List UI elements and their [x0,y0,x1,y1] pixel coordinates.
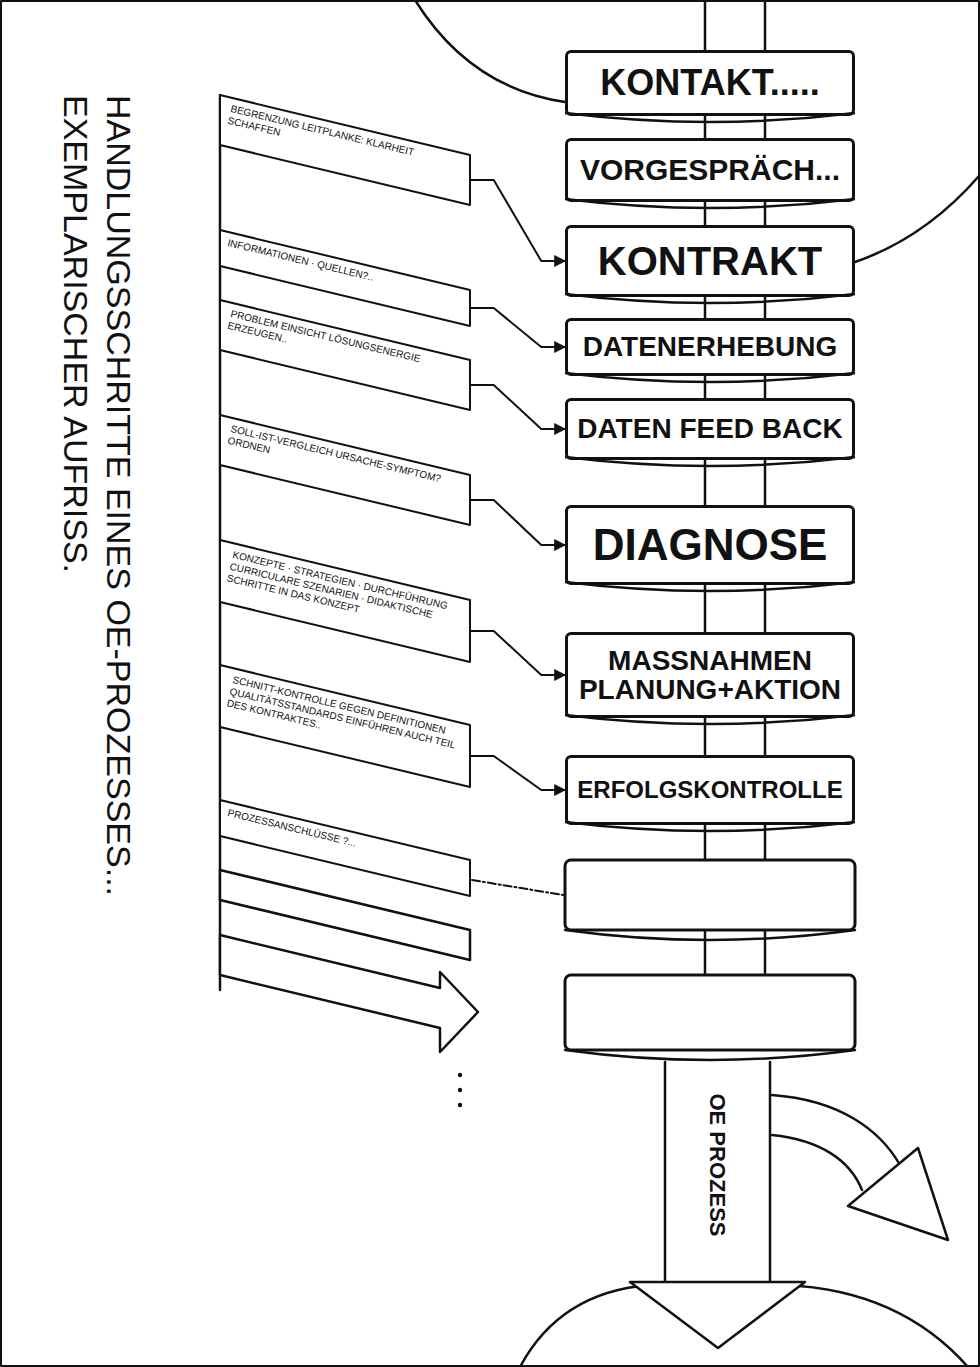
bottom-circle-arc [520,1285,650,1367]
empty-ring [565,975,855,1050]
step-label: KONTAKT..... [576,64,844,102]
ribbon-outline [220,300,470,410]
ring-underside-curve [565,582,855,591]
ribbon-outline [220,95,470,205]
top-circle-arc [415,0,565,102]
ring-underside [565,457,855,477]
ring-underside [565,822,855,842]
ribbon-outline [220,665,470,787]
ring-text-stack: KONTAKT..... [576,64,844,102]
ring-underside [565,199,855,219]
step-ribbon: SCHNITT-KONTROLLE GEGEN DEFINITIONEN QUA… [220,665,470,787]
empty-ring [565,860,855,930]
process-arrow-shaft [664,1062,667,1282]
ring-underside [565,113,855,133]
curved-arrow-head [848,1148,948,1240]
arrow-ribbon [220,935,478,1052]
ring-text-stack: DATEN FEED BACK [576,414,844,443]
step-label: DIAGNOSE [576,522,844,568]
process-ring: KONTAKT..... [565,50,855,116]
curved-arrow [772,1135,862,1190]
arrow-label-box: OE PROZESS [702,1060,732,1270]
process-ring: MASSNAHMEN PLANUNG+AKTION [565,632,855,718]
process-ring: VORGESPRÄCH... [565,138,855,202]
dot [458,1103,462,1107]
ribbon-outline [220,800,470,896]
ring-underside-curve [565,822,855,831]
step-connector [470,180,565,261]
step-label: MASSNAHMEN PLANUNG+AKTION [576,646,844,705]
ring-text-stack: MASSNAHMEN PLANUNG+AKTION [576,646,844,705]
curved-arrow [772,1095,900,1165]
ring-text-stack: ERFOLGSKONTROLLE [576,777,844,802]
title: HANDLUNGSSCHRITTE EINES OE-PROZESSES... … [55,95,140,955]
step-connector [470,631,565,675]
step-label: DATENERHEBUNG [576,332,844,361]
step-connector [470,385,565,429]
top-circle-arc [855,176,979,262]
ring-underside [565,373,855,393]
step-label: ERFOLGSKONTROLLE [576,777,844,802]
ring-text-stack: VORGESPRÄCH... [576,154,844,186]
title-block: HANDLUNGSSCHRITTE EINES OE-PROZESSES... … [55,95,140,955]
ring-underside-curve [565,199,855,208]
step-ribbon: PROZESSANSCHLÜSSE ?... [220,800,470,896]
step-ribbon: KONZEPTE · STRATEGIEN · DURCHFÜHRUNG CUR… [220,540,470,662]
step-connector [470,756,565,790]
ring-underside-curve [565,373,855,382]
process-ring: ERFOLGSKONTROLLE [565,755,855,825]
ring-underside [565,582,855,602]
process-ring: KONTRAKT [565,225,855,297]
process-ring: DIAGNOSE [565,505,855,585]
step-connector [470,500,565,545]
step-ribbon: PROBLEM EINSICHT LÖSUNGSENERGIE ERZEUGEN… [220,300,470,410]
dot [458,1073,462,1077]
arrow-label: OE PROZESS [702,1060,732,1270]
process-arrow-head [630,1282,805,1348]
ring-underside [565,294,855,314]
step-label: VORGESPRÄCH... [576,154,844,186]
ribbon-outline [220,415,470,525]
process-ring: DATENERHEBUNG [565,318,855,376]
step-ribbon: SOLL-IST-VERGLEICH URSACHE-SYMPTOM? ORDN… [220,415,470,525]
ring-text-stack: DIAGNOSE [576,522,844,568]
ring-text-stack: DATENERHEBUNG [576,332,844,361]
ring-underside-curve [565,457,855,466]
ring-underside-curve [565,113,855,122]
dot [458,1088,462,1092]
step-label: DATEN FEED BACK [576,414,844,443]
ring-underside [565,930,855,940]
ring-underside [565,1050,855,1060]
ring-underside-curve [565,715,855,724]
dash-dot-line [472,880,563,895]
step-ribbon: BEGRENZUNG LEITPLANKE: KLARHEIT SCHAFFEN [220,95,470,205]
ribbon-outline [220,540,470,662]
ring-underside-curve [565,294,855,303]
ring-underside [565,715,855,735]
step-label: KONTRAKT [576,240,844,282]
ring-text-stack: KONTRAKT [576,240,844,282]
step-connector [470,308,565,347]
bottom-circle-arc [785,1285,968,1367]
continuation-dots [458,1073,462,1107]
process-ring: DATEN FEED BACK [565,398,855,460]
